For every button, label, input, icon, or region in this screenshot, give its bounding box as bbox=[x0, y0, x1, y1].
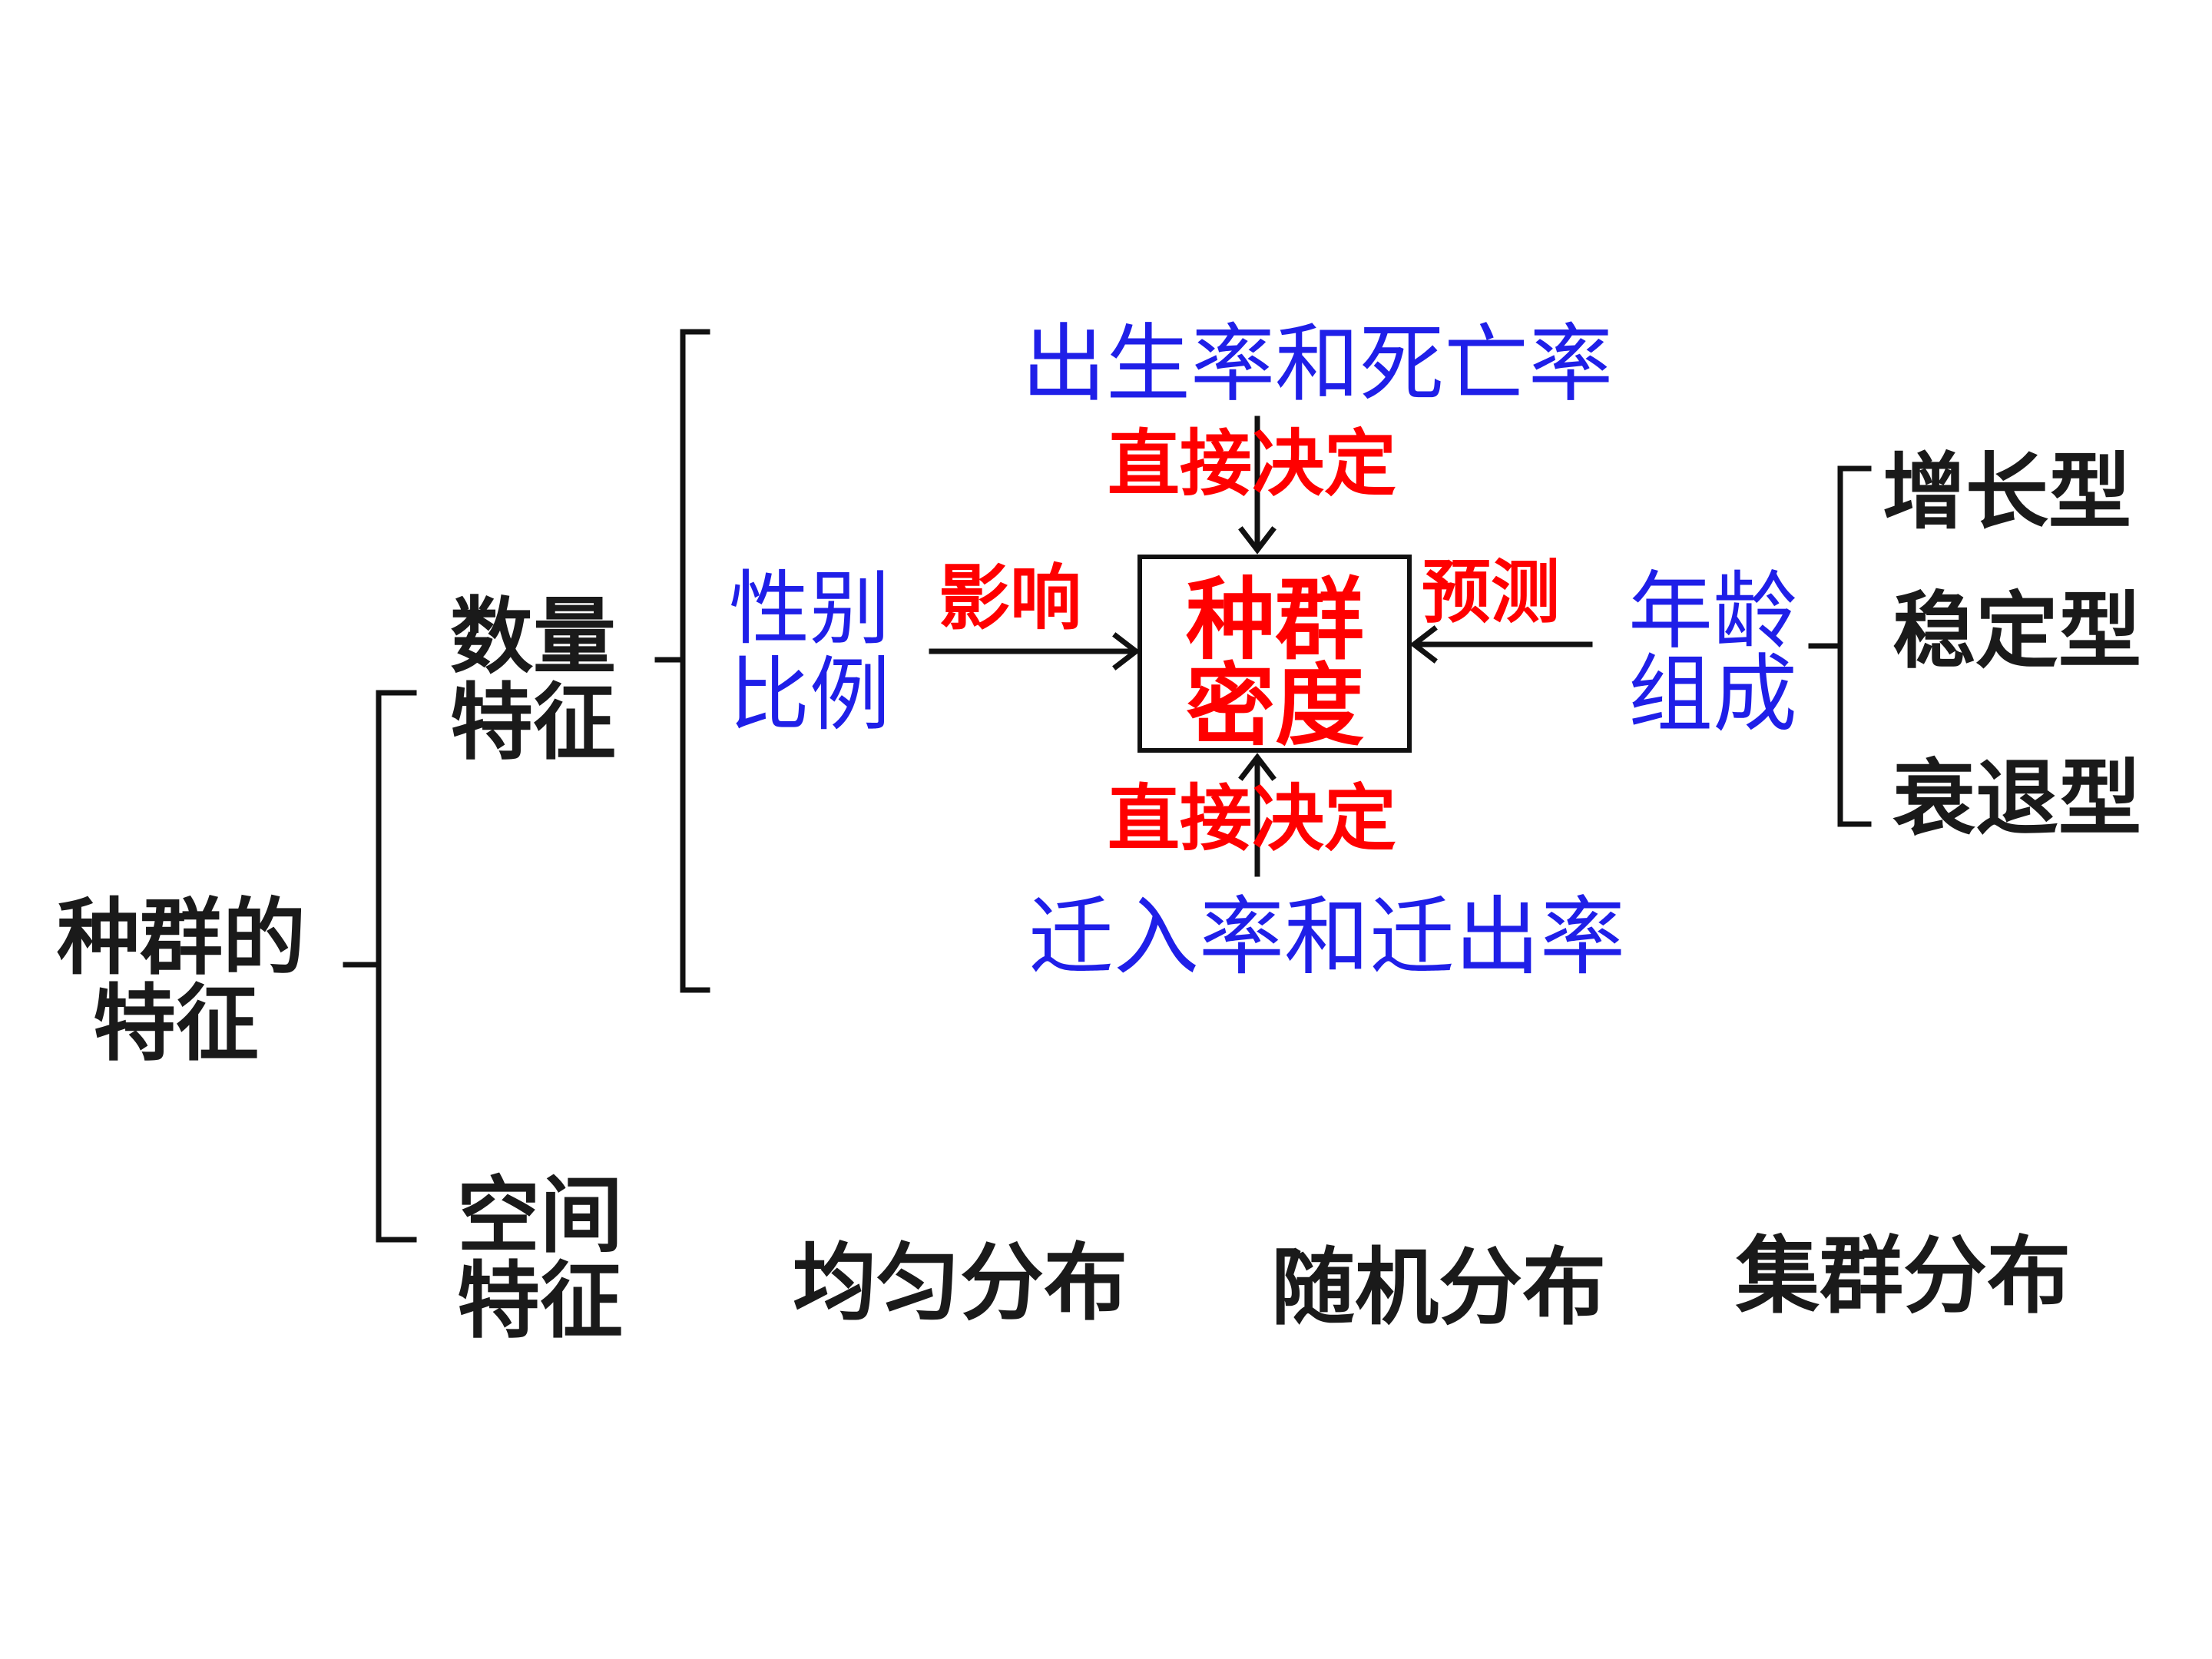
sex-ratio-label-line2: 比例 bbox=[729, 648, 891, 742]
root-label-line2: 特征 bbox=[93, 976, 260, 1072]
influence-label: 影响 bbox=[939, 557, 1081, 640]
arrow-down-icon bbox=[1238, 416, 1277, 555]
birth-death-rate-label: 出生率和死亡率 bbox=[1022, 315, 1613, 413]
population-density-box bbox=[1137, 555, 1412, 753]
direct-determine-top-label: 直接决定 bbox=[1108, 422, 1397, 506]
age-structure-label-line1: 年龄 bbox=[1628, 562, 1797, 661]
age-type-brace bbox=[1837, 465, 1872, 827]
spatial-label-line2: 特征 bbox=[457, 1253, 624, 1349]
quantity-label-line2: 特征 bbox=[450, 675, 617, 771]
density-label-line2: 密度 bbox=[1186, 654, 1364, 758]
age-type-growing: 增长型 bbox=[1883, 445, 2132, 541]
distribution-clumped: 集群分布 bbox=[1736, 1227, 2071, 1325]
migration-rate-label: 迁入率和迁出率 bbox=[1028, 888, 1626, 987]
age-structure-label-line2: 组成 bbox=[1628, 645, 1797, 743]
age-type-stable: 稳定型 bbox=[1892, 584, 2142, 680]
quantity-brace bbox=[680, 329, 710, 993]
distribution-uniform: 均匀分布 bbox=[793, 1234, 1128, 1332]
root-label-line1: 种群的 bbox=[57, 890, 306, 986]
quantity-label-line1: 数量 bbox=[450, 589, 617, 685]
arrow-up-icon bbox=[1238, 753, 1277, 877]
distribution-random: 随机分布 bbox=[1271, 1239, 1606, 1336]
age-type-declining: 衰退型 bbox=[1892, 751, 2142, 847]
spatial-label-line1: 空间 bbox=[457, 1168, 624, 1264]
density-label-line1: 种群 bbox=[1186, 568, 1364, 672]
root-brace bbox=[376, 690, 417, 1243]
predict-label: 预测 bbox=[1422, 552, 1560, 633]
arrow-left-icon bbox=[1409, 625, 1593, 664]
sex-ratio-label-line1: 性别 bbox=[729, 562, 891, 656]
arrow-right-icon bbox=[929, 632, 1141, 671]
direct-determine-bottom-label: 直接决定 bbox=[1108, 777, 1397, 861]
